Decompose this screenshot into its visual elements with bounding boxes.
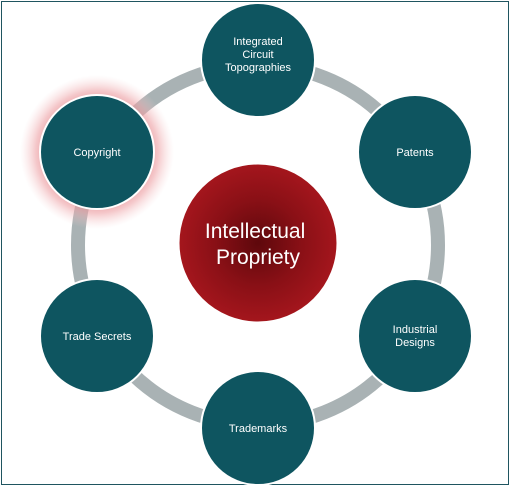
- node-circle: [39, 94, 155, 210]
- node-label: Trade Secrets: [63, 331, 132, 343]
- node-label: Trademarks: [229, 423, 288, 435]
- node-label-line: Designs: [395, 337, 435, 349]
- node-circle: [357, 278, 473, 394]
- node-label: Patents: [396, 147, 434, 159]
- node-label-line: Trade Secrets: [63, 331, 132, 343]
- node-trademarks: Trademarks: [200, 370, 316, 486]
- node-circle: [200, 2, 316, 118]
- node-circle: [200, 370, 316, 486]
- node-patents: Patents: [357, 94, 473, 210]
- svg-text:Intellectual Propriety: Intellectual Propriety: [205, 220, 311, 269]
- node-label-line: Copyright: [73, 147, 120, 159]
- node-label-line: Trademarks: [229, 423, 288, 435]
- node-label: Copyright: [73, 147, 120, 159]
- node-label-line: Topographies: [225, 62, 292, 74]
- center-circle: [176, 161, 340, 325]
- center-hub: Intellectual Propriety: [176, 161, 340, 325]
- center-label-line-2: Propriety: [216, 246, 301, 269]
- node-circle: [357, 94, 473, 210]
- node-label-line: Patents: [396, 147, 434, 159]
- center-label-line-1: Intellectual: [205, 220, 305, 243]
- node-label-line: Industrial: [393, 324, 438, 336]
- node-label-line: Integrated: [233, 36, 283, 48]
- node-trade-secrets: Trade Secrets: [39, 278, 155, 394]
- node-label-line: Circuit: [242, 49, 273, 61]
- node-copyright: Copyright: [20, 75, 174, 229]
- node-circle: [39, 278, 155, 394]
